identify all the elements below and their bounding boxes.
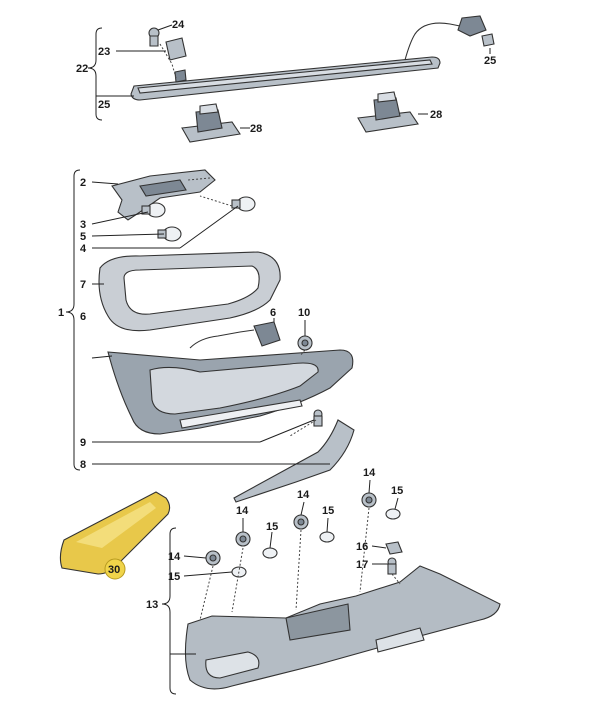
bulb-holder-14-c: [293, 514, 309, 530]
tail-lamp-assembly: [98, 169, 355, 503]
callout-14-a: 14: [168, 551, 181, 563]
callout-1: 1: [58, 307, 64, 319]
bulb-holder-14-a: [205, 550, 221, 566]
licence-lamp-28-right: [357, 91, 419, 133]
bulb-15-d: [385, 508, 401, 520]
lamp-carrier-2: [111, 169, 216, 221]
bulb-3: [141, 202, 166, 218]
callout-5: 5: [80, 231, 86, 243]
callout-30-highlight: [104, 558, 126, 580]
bulb-holder-14-b: [235, 531, 251, 547]
connector-25: [457, 15, 487, 37]
callout-6-wiring: 6: [270, 307, 276, 319]
callout-28-left: 28: [250, 123, 262, 135]
leader-lines: [91, 24, 491, 655]
callout-14-c: 14: [297, 489, 310, 501]
callout-10: 10: [298, 307, 310, 319]
callout-2: 2: [80, 177, 86, 189]
callout-23: 23: [98, 46, 110, 58]
bulb-holder-10: [297, 335, 313, 351]
connector-6: [253, 321, 281, 347]
callout-16: 16: [356, 541, 368, 553]
bumper-trim-assembly: [184, 492, 501, 690]
callout-30: 30: [108, 564, 120, 576]
callout-7: 7: [80, 279, 86, 291]
clip-23: [165, 37, 187, 61]
screw-24: [148, 27, 160, 47]
licence-lamp-28-left: [181, 103, 241, 143]
callout-14-b: 14: [236, 505, 249, 517]
callout-labels: 22 23 24 25 25 28 28 1 2 3 5 4 7 6 6 10 …: [58, 19, 496, 611]
bulb-15-b: [262, 547, 278, 559]
bracket-13: [161, 527, 177, 695]
bracket-22: [87, 27, 103, 121]
trim-strip-assembly: [130, 15, 495, 143]
callout-25-connector: 25: [484, 55, 496, 67]
callout-4: 4: [80, 243, 87, 255]
callout-17: 17: [356, 559, 368, 571]
callout-22: 22: [76, 63, 88, 75]
callout-15-c: 15: [322, 505, 334, 517]
callout-3: 3: [80, 219, 86, 231]
bulb-15-c: [319, 531, 335, 543]
screw-9: [313, 409, 323, 427]
bracket-1: [65, 169, 81, 471]
callout-14-d: 14: [363, 467, 376, 479]
callout-9: 9: [80, 437, 86, 449]
bulb-holder-14-d: [361, 492, 377, 508]
callout-24: 24: [172, 19, 185, 31]
clip-16: [385, 541, 403, 555]
callout-15-b: 15: [266, 521, 278, 533]
callout-15-a: 15: [168, 571, 180, 583]
callout-6-bracket: 6: [80, 311, 86, 323]
bulb-4: [231, 196, 256, 212]
callout-8: 8: [80, 459, 86, 471]
gasket-7: [98, 251, 281, 332]
callout-13: 13: [146, 599, 158, 611]
trim-8: [233, 419, 355, 503]
callout-15-d: 15: [391, 485, 403, 497]
callout-25-strip: 25: [98, 99, 110, 111]
screw-17: [387, 557, 397, 575]
assembly-lines: [159, 43, 401, 621]
callout-28-right: 28: [430, 109, 442, 121]
